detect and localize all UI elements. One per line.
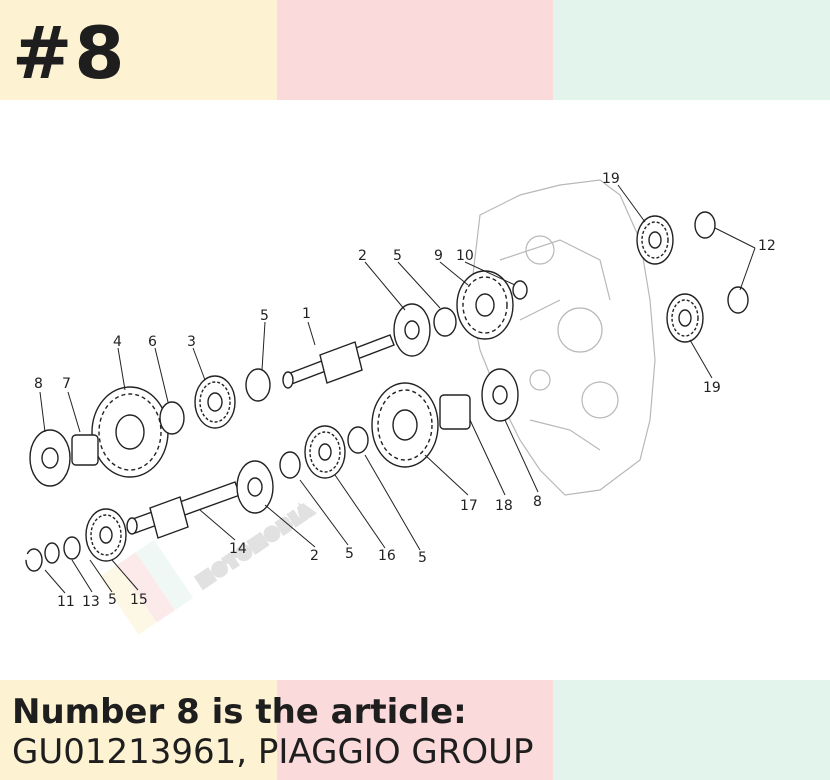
bearing-5a-icon — [245, 368, 271, 402]
callout-2-upper: 2 — [358, 248, 367, 264]
gear-9-icon — [456, 270, 514, 340]
circlip-11-icon — [25, 548, 43, 572]
band-segment-pink — [276, 680, 554, 780]
small-parts — [25, 211, 749, 572]
gear-19-lower-icon — [666, 293, 704, 343]
bearing-5c-icon — [279, 451, 301, 479]
washer-13-icon — [44, 542, 60, 564]
watermark: MOTOMOBIA — [99, 498, 320, 635]
caption-heading: Number 8 is the article: — [12, 692, 467, 732]
bearing-5d-icon — [347, 426, 369, 454]
gear-19-upper-icon — [636, 215, 674, 265]
bearing-13-icon — [63, 536, 81, 560]
callout-7: 7 — [62, 376, 71, 392]
page-title: #8 — [12, 11, 127, 95]
band-segment-yellow — [0, 680, 277, 780]
callout-10: 10 — [456, 248, 474, 264]
callout-labels: 1 2 2 3 4 5 5 5 5 5 6 7 8 8 9 10 11 12 1… — [34, 171, 776, 610]
washer-10-icon — [512, 280, 528, 300]
callout-8-right: 8 — [533, 494, 542, 510]
callout-15: 15 — [130, 592, 148, 608]
caption-band — [0, 680, 830, 780]
callout-9: 9 — [434, 248, 443, 264]
callout-14: 14 — [229, 541, 247, 557]
hub-7-icon — [71, 434, 99, 466]
callout-11: 11 — [57, 594, 75, 610]
callout-18: 18 — [495, 498, 513, 514]
callout-5-c: 5 — [345, 546, 354, 562]
band-segment-yellow — [0, 0, 277, 100]
gearbox-exploded-diagram: MOTOMOBIA — [25, 171, 776, 635]
needle-bearings — [63, 307, 457, 560]
cap-12-upper-icon — [694, 211, 716, 239]
callout-19-lower: 19 — [703, 380, 721, 396]
callout-6: 6 — [148, 334, 157, 350]
callout-5-d: 5 — [418, 550, 427, 566]
callout-1: 1 — [302, 306, 311, 322]
callout-12: 12 — [758, 238, 776, 254]
gear-17-icon — [371, 382, 439, 468]
header-band — [0, 0, 830, 100]
callout-4: 4 — [113, 334, 122, 350]
callout-5-a: 5 — [260, 308, 269, 324]
hub-18-icon — [439, 394, 471, 430]
bearing-6-icon — [159, 401, 185, 435]
callout-2-lower: 2 — [310, 548, 319, 564]
band-segment-green — [553, 0, 830, 100]
transmission-housing — [469, 179, 656, 496]
cap-12-lower-icon — [727, 286, 749, 314]
gear-15-icon — [85, 508, 127, 562]
gear-3-icon — [194, 375, 236, 429]
callout-5-e: 5 — [108, 592, 117, 608]
watermark-text: MOTOMOBIA — [196, 501, 318, 590]
callout-13: 13 — [82, 594, 100, 610]
leader-lines — [39, 184, 756, 594]
band-segment-pink — [276, 0, 554, 100]
callout-16: 16 — [378, 548, 396, 564]
primary-shaft — [282, 334, 395, 389]
callout-3: 3 — [187, 334, 196, 350]
callout-17: 17 — [460, 498, 478, 514]
bearing-5b-icon — [433, 307, 457, 337]
dog-rings — [29, 303, 519, 514]
gear-16-icon — [304, 425, 346, 479]
callout-8-left: 8 — [34, 376, 43, 392]
callout-5-b: 5 — [393, 248, 402, 264]
band-segment-green — [553, 680, 830, 780]
caption-article-code: GU01213961, PIAGGIO GROUP — [12, 732, 534, 772]
callout-19-upper: 19 — [602, 171, 620, 187]
gear-4-icon — [91, 386, 169, 478]
